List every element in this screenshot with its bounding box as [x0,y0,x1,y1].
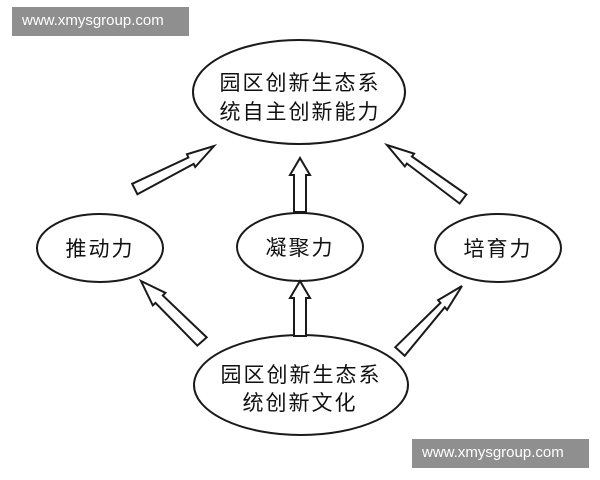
arrow-cultivate-to-goal [384,142,468,205]
push-node [36,213,164,283]
culture-text-line1: 园区创新生态系 [221,363,382,387]
goal-node [192,39,406,145]
culture-text-line2: 统创新文化 [243,391,358,415]
arrow-culture-to-cultivate [393,285,463,358]
arrow-culture-to-cohesion [288,279,312,337]
watermark-top: www.xmysgroup.com [12,7,189,36]
cohesion-label: 凝聚力 [266,236,335,260]
watermark-bottom: www.xmysgroup.com [412,439,589,468]
goal-text-line2: 统自主创新能力 [220,100,381,124]
goal-text-line1: 园区创新生态系 [220,71,381,95]
arrow-push-to-goal [130,143,218,196]
arrow-culture-to-push [138,278,209,347]
arrow-cohesion-to-goal [288,156,312,213]
push-label: 推动力 [66,237,135,261]
cultivate-node [434,213,562,283]
cultivate-label: 培育力 [464,237,533,261]
